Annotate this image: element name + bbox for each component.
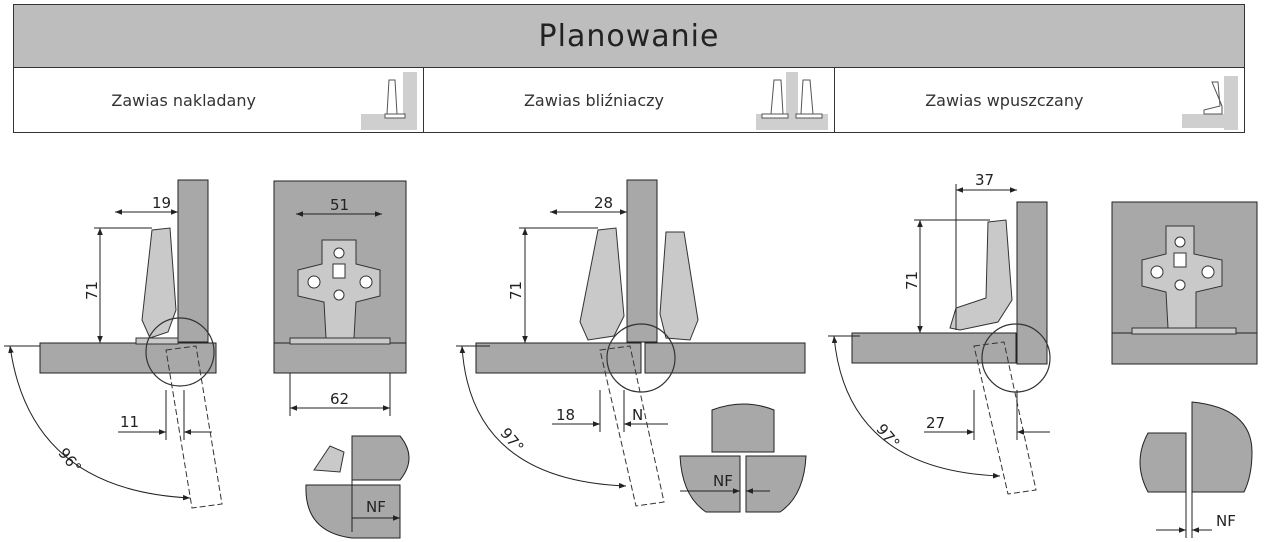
twin-dim-offset: 18 <box>556 406 575 424</box>
overlay-dim-angle: 96° <box>54 444 85 476</box>
inset-cabinet-side <box>1016 201 1048 365</box>
overlay-cabinet-side <box>177 179 209 343</box>
twin-nf-label: NF <box>713 472 733 490</box>
twin-dim-angle: 97° <box>496 424 527 456</box>
overlay-dim-top: 19 <box>152 194 171 212</box>
overlay-hinge-icon <box>361 72 418 130</box>
overlay-dim-offset: 11 <box>120 413 139 431</box>
planning-header: Planowanie <box>13 4 1245 68</box>
inset-mounting-plate <box>1141 225 1223 329</box>
twin-door-left <box>475 342 642 374</box>
twin-door-right <box>644 342 806 374</box>
inset-dim-height: 71 <box>903 271 921 290</box>
inset-dim-top: 37 <box>975 171 994 189</box>
overlay-nf-detail: NF <box>305 435 410 539</box>
twin-nf-detail: NF <box>679 403 807 513</box>
overlay-dim-height: 71 <box>83 281 101 300</box>
inset-plate-view <box>1111 201 1258 365</box>
page-title: Planowanie <box>538 18 720 54</box>
twin-hinge-arm-left <box>579 227 625 341</box>
overlay-plate-view: 51 62 <box>273 180 407 416</box>
inset-hinge-icon <box>1181 76 1238 130</box>
inset-nf-label: NF <box>1216 512 1236 530</box>
tab-overlay-hinge-label: Zawias nakladany <box>111 90 256 110</box>
tab-overlay-hinge[interactable]: Zawias nakladany <box>14 68 425 132</box>
twin-hinge-arm-right <box>659 231 699 341</box>
inset-hinge-diagram: 37 71 27 97° <box>828 171 1051 495</box>
overlay-dim-plate-top: 51 <box>330 196 349 214</box>
twin-dim-n: N <box>632 406 643 424</box>
overlay-mounting-plate <box>297 239 381 339</box>
overlay-door-panel <box>39 342 217 374</box>
tab-inset-hinge[interactable]: Zawias wpuszczany <box>835 68 1244 132</box>
twin-hinge-icon <box>755 72 828 130</box>
hinge-planning-drawing: 19 71 11 96° 51 62 <box>4 171 1258 539</box>
inset-dim-offset: 27 <box>926 414 945 432</box>
overlay-hinge-diagram: 19 71 11 96° <box>4 179 223 509</box>
inset-nf-detail: NF <box>1139 401 1253 538</box>
twin-hinge-diagram: 28 71 18 N 97° <box>456 179 806 507</box>
twin-dim-height: 71 <box>507 281 525 300</box>
hinge-type-tabs: Zawias nakladany Zawias bliźniaczy Zawia… <box>13 68 1245 133</box>
inset-dim-angle: 97° <box>872 420 903 452</box>
twin-dim-top: 28 <box>594 194 613 212</box>
overlay-nf-label: NF <box>366 498 386 516</box>
tab-twin-hinge-label: Zawias bliźniaczy <box>523 90 664 110</box>
tab-twin-hinge[interactable]: Zawias bliźniaczy <box>424 68 835 132</box>
overlay-dim-plate-bottom: 62 <box>330 390 349 408</box>
twin-cabinet-side <box>626 179 658 343</box>
overlay-hinge-arm <box>141 227 177 339</box>
tab-inset-hinge-label: Zawias wpuszczany <box>925 90 1084 110</box>
inset-door-panel <box>851 332 1017 364</box>
inset-hinge-arm <box>949 219 1013 331</box>
